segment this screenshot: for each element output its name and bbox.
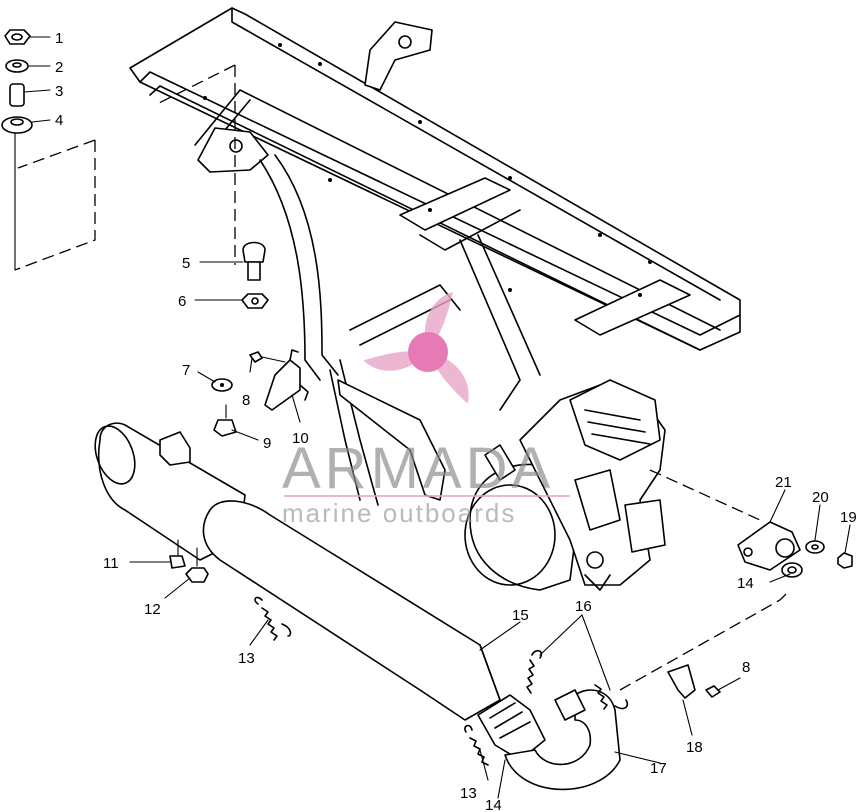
callout-19: 19 xyxy=(840,509,857,526)
callout-13-lower: 13 xyxy=(460,785,477,802)
callout-4: 4 xyxy=(55,112,63,129)
muffler-and-exhaust-pipe xyxy=(14,64,791,791)
callout-1: 1 xyxy=(55,30,63,47)
watermark: ARMADA marine outboards xyxy=(282,292,570,528)
callout-leaders xyxy=(23,36,851,799)
callout-14-right: 14 xyxy=(737,575,754,592)
callout-21: 21 xyxy=(775,474,792,491)
callout-2: 2 xyxy=(55,59,63,76)
callout-10: 10 xyxy=(292,430,309,447)
callout-20: 20 xyxy=(812,489,829,506)
watermark-brand: ARMADA xyxy=(282,436,554,501)
propeller-logo-icon xyxy=(363,292,469,404)
callout-18: 18 xyxy=(686,739,703,756)
callout-7: 7 xyxy=(182,362,190,379)
callout-11: 11 xyxy=(103,555,119,572)
frame-bolt-holes xyxy=(203,43,652,297)
callout-12: 12 xyxy=(144,601,161,618)
callout-8-upper: 8 xyxy=(242,392,250,409)
vehicle-frame xyxy=(129,7,741,506)
callout-16: 16 xyxy=(575,598,592,615)
callout-14-lower: 14 xyxy=(485,797,502,812)
callout-13-upper: 13 xyxy=(238,650,255,667)
callout-9: 9 xyxy=(263,435,271,452)
callout-5: 5 xyxy=(182,255,190,272)
callout-6: 6 xyxy=(178,293,186,310)
callout-8-lower: 8 xyxy=(742,659,750,676)
callout-3: 3 xyxy=(55,83,63,100)
callout-17: 17 xyxy=(650,760,667,777)
callout-15: 15 xyxy=(512,607,529,624)
watermark-tagline: marine outboards xyxy=(282,498,516,528)
callout-labels: 1 2 3 4 5 6 7 8 9 10 11 12 13 15 16 17 1… xyxy=(55,30,857,812)
hardware-parts xyxy=(1,29,853,766)
